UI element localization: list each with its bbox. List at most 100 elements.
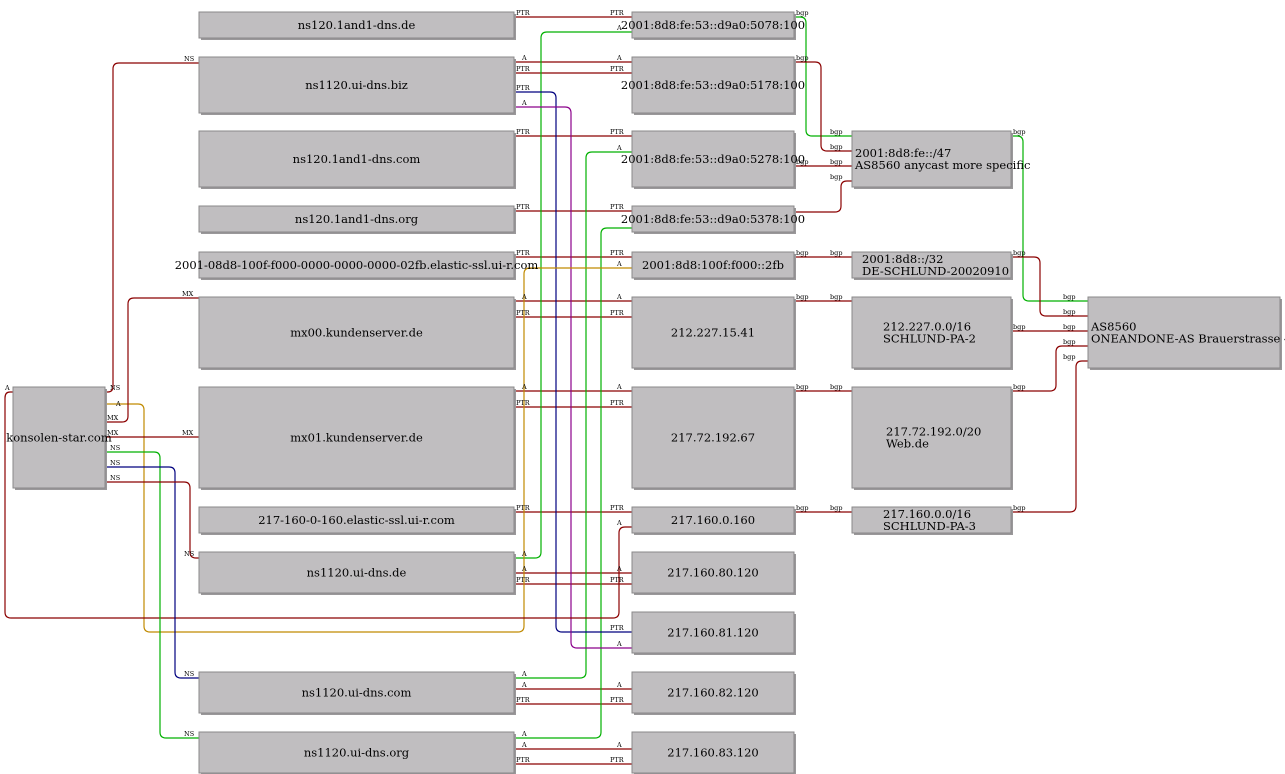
edge-label: NS (184, 55, 194, 63)
edge-label: A (616, 681, 622, 689)
edge-label: PTR (516, 65, 531, 73)
ns-de (105, 481, 199, 559)
a-biz-81 (514, 106, 632, 649)
node-ip-212: 212.227.15.41 (631, 296, 796, 370)
bgp-fe47-as (1011, 135, 1088, 302)
edge-label: A (521, 54, 527, 62)
node-konsolen: konsolen-star.com (6, 386, 112, 490)
edge-label: bgp (796, 504, 808, 512)
node-ip-160-160: 217.160.0.160 (631, 506, 796, 535)
edge-label: A (616, 144, 622, 152)
edge-label: A (521, 99, 527, 107)
edge-label: PTR (516, 309, 531, 317)
node-label: 2001:8d8:fe:53::d9a0:5078:100 (621, 18, 805, 32)
edge-label: A (616, 383, 622, 391)
node-ns1120de: ns1120.ui-dns.de (198, 551, 516, 595)
edge-label: NS (184, 730, 194, 738)
node-label: 2001:8d8:100f:f000::2fb (642, 258, 784, 272)
edge-label: bgp (830, 504, 842, 512)
a-elastic (105, 267, 632, 633)
node-label: ns120.1and1-dns.org (295, 212, 419, 226)
a-com-v6 (514, 151, 632, 679)
bgp-5178 (794, 61, 852, 152)
node-label: 2001-08d8-100f-f000-0000-0000-0000-02fb.… (175, 258, 539, 272)
edge-label: PTR (516, 399, 531, 407)
edge-label: NS (184, 550, 194, 558)
bgp-217-72-as (1011, 345, 1088, 392)
edge-label: bgp (1013, 504, 1025, 512)
node-label: 217.160.81.120 (667, 626, 758, 640)
node-label: AS8560 (1090, 320, 1136, 334)
edge-label: NS (110, 459, 120, 467)
edge-label: A (521, 681, 527, 689)
edge-label: bgp (796, 9, 808, 17)
node-label: 217-160-0-160.elastic-ssl.ui-r.com (258, 513, 455, 527)
edge-label: A (521, 741, 527, 749)
node-label: ns120.1and1-dns.de (298, 18, 416, 32)
edge-label: A (616, 565, 622, 573)
node-ip6-5278: 2001:8d8:fe:53::d9a0:5278:100 (621, 130, 805, 189)
edge-label: A (616, 24, 622, 32)
edge-label: bgp (830, 249, 842, 257)
a-konsolen (4, 391, 632, 619)
edge-label: bgp (1013, 249, 1025, 257)
edge-label: bgp (1063, 293, 1075, 301)
node-elastic02fb: 2001-08d8-100f-f000-0000-0000-0000-02fb.… (175, 251, 539, 280)
edge-label: bgp (830, 173, 842, 181)
node-label: ONEANDONE-AS Brauerstrasse 48 (1091, 332, 1285, 346)
node-label: 2001:8d8::/32 (862, 252, 943, 266)
edge-label: bgp (1063, 353, 1075, 361)
ptr-biz-81 (514, 91, 632, 633)
bgp-160-as (1011, 360, 1088, 513)
edge-label: bgp (796, 249, 808, 257)
node-label: ns1120.ui-dns.biz (305, 78, 408, 92)
edge-label: PTR (610, 624, 625, 632)
edge-label: bgp (1013, 323, 1025, 331)
edge-label: PTR (516, 696, 531, 704)
node-label: 2001:8d8:fe::/47 (855, 146, 951, 160)
edge-label: bgp (830, 293, 842, 301)
node-ip-82: 217.160.82.120 (631, 671, 796, 715)
node-label: 2001:8d8:fe:53::d9a0:5378:100 (621, 212, 805, 226)
edge-label: PTR (516, 249, 531, 257)
edge-label: A (115, 400, 121, 408)
edge-label: PTR (610, 128, 625, 136)
edge-label: A (616, 293, 622, 301)
edge-label: PTR (610, 203, 625, 211)
node-label: 2001:8d8:fe:53::d9a0:5278:100 (621, 152, 805, 166)
edge-label: bgp (830, 143, 842, 151)
node-ns120org: ns120.1and1-dns.org (198, 205, 516, 234)
edge-label: A (521, 730, 527, 738)
edge-label: PTR (610, 309, 625, 317)
node-label: ns120.1and1-dns.com (293, 152, 421, 166)
edge-label: A (521, 550, 527, 558)
node-label: 217.160.82.120 (667, 686, 758, 700)
node-ip6-5378: 2001:8d8:fe:53::d9a0:5378:100 (621, 205, 805, 234)
ns-org (105, 451, 199, 739)
node-label: DE-SCHLUND-20020910 (862, 264, 1009, 278)
edge-label: PTR (516, 203, 531, 211)
edge-label: bgp (1013, 383, 1025, 391)
node-label: AS8560 anycast more specific (854, 158, 1030, 172)
node-ip6-5078: 2001:8d8:fe:53::d9a0:5078:100 (621, 11, 805, 40)
edge-label: PTR (610, 696, 625, 704)
node-mx00: mx00.kundenserver.de (198, 296, 516, 370)
edge-label: MX (182, 290, 194, 298)
edges-layer (4, 16, 1088, 765)
edge-label: NS (110, 444, 120, 452)
edge-label: A (616, 54, 622, 62)
edge-label: bgp (830, 158, 842, 166)
node-label: ns1120.ui-dns.org (304, 746, 410, 760)
edge-label: PTR (610, 9, 625, 17)
node-ip-81: 217.160.81.120 (631, 611, 796, 655)
node-ns1120org: ns1120.ui-dns.org (198, 731, 516, 774)
node-label: 217.160.0.0/16 (883, 507, 971, 521)
node-ns120com: ns120.1and1-dns.com (198, 130, 516, 189)
node-ip6-5178: 2001:8d8:fe:53::d9a0:5178:100 (621, 56, 805, 115)
edge-label: NS (184, 670, 194, 678)
node-label: ns1120.ui-dns.de (307, 566, 407, 580)
